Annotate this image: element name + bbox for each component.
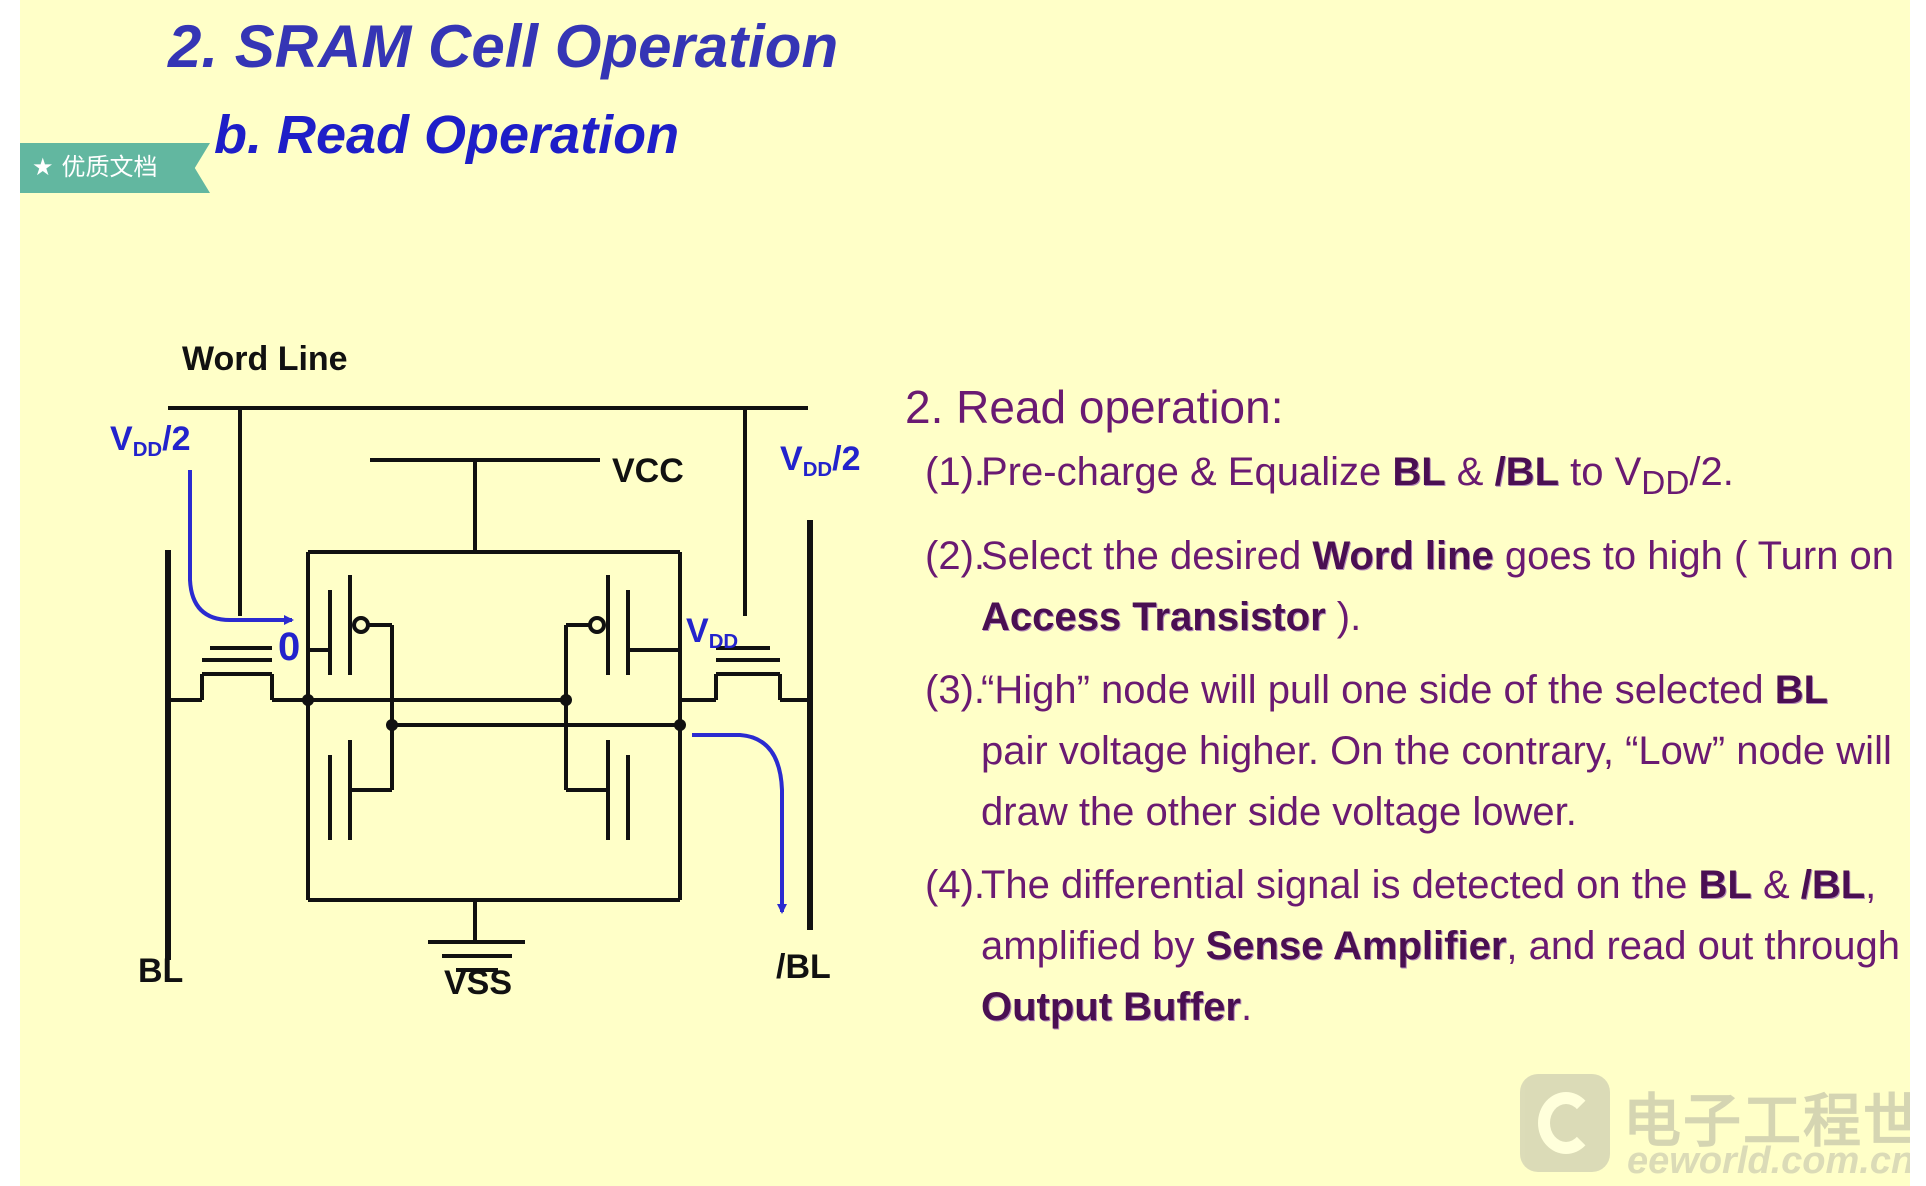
keyword: Access Transistor — [981, 595, 1326, 639]
slide: 2. SRAM Cell Operation b. Read Operation… — [20, 0, 1910, 1186]
read-step-number: (3). — [925, 668, 985, 712]
keyword: Word line — [1312, 534, 1494, 578]
badge-text: 优质文档 — [61, 154, 158, 181]
read-step-3: (3).“High” node will pull one side of th… — [925, 660, 1905, 843]
step-text: /2. — [1689, 450, 1734, 494]
bl-bar-label: /BL — [776, 948, 831, 986]
step-text: , amplified by — [981, 863, 1877, 968]
node-zero-label: 0 — [278, 625, 301, 669]
slide-title: 2. SRAM Cell Operation — [168, 13, 839, 80]
slide-subtitle: b. Read Operation — [214, 105, 680, 165]
word-line-label: Word Line — [182, 340, 348, 378]
star-icon: ★ — [32, 154, 54, 181]
step-text: . — [1240, 985, 1253, 1029]
sram-schematic — [165, 406, 813, 972]
read-current-arrow-right — [692, 733, 787, 914]
step-text: , and read out through — [1506, 924, 1901, 968]
keyword: Output Buffer — [981, 985, 1241, 1029]
vcc-label: VCC — [612, 452, 684, 490]
sram-cell-circuit: Word Line VDD/2 VDD/2 VCC 0 VDD BL VSS /… — [80, 320, 880, 1010]
read-step-1: (1).Pre-charge & Equalize BL & /BL to VD… — [925, 442, 1905, 514]
keyword: BL — [1774, 668, 1829, 712]
keyword: BL — [1392, 450, 1446, 494]
node-vdd-label: VDD — [686, 612, 739, 654]
vss-label: VSS — [444, 964, 513, 1002]
step-text: DD — [1641, 465, 1690, 502]
step-text: goes to high ( Turn on — [1493, 534, 1895, 578]
vdd-half-label-right: VDD/2 — [780, 440, 861, 482]
bl-label: BL — [138, 952, 184, 990]
eeworld-logo-icon — [1520, 1074, 1610, 1172]
step-text: & — [1751, 863, 1801, 907]
watermark-en-text: eeworld.com.cn — [1627, 1140, 1910, 1182]
keyword: /BL — [1800, 863, 1866, 907]
read-operation-steps: (1).Pre-charge & Equalize BL & /BL to VD… — [905, 442, 1905, 1038]
eeworld-watermark: 电子工程世界 eeworld.com.cn — [1495, 1062, 1910, 1186]
step-text: Pre-charge & Equalize — [981, 450, 1393, 494]
step-text: “High” node will pull one side of the se… — [981, 668, 1775, 712]
keyword: /BL — [1494, 450, 1559, 494]
step-text: pair voltage higher. On the contrary, “L… — [981, 729, 1892, 834]
read-step-number: (2). — [925, 534, 985, 578]
step-text: ). — [1325, 595, 1362, 639]
step-text: The differential signal is detected on t… — [981, 863, 1699, 907]
watermark-cn-text: 电子工程世界 — [1623, 1089, 1910, 1154]
keyword: BL — [1698, 863, 1752, 907]
quality-doc-badge[interactable]: ★ 优质文档 — [20, 143, 210, 193]
step-text: & — [1445, 450, 1495, 494]
read-step-2: (2).Select the desired Word line goes to… — [925, 526, 1905, 648]
read-step-number: (1). — [925, 450, 985, 494]
keyword: Sense Amplifier — [1205, 924, 1507, 968]
step-text: Select the desired — [981, 534, 1313, 578]
read-step-4: (4).The differential signal is detected … — [925, 855, 1905, 1038]
read-operation-description: 2. Read operation: (1).Pre-charge & Equa… — [905, 380, 1905, 1050]
read-operation-heading: 2. Read operation: — [905, 381, 1284, 433]
vdd-half-label-left: VDD/2 — [110, 420, 191, 462]
read-step-number: (4). — [925, 863, 985, 907]
step-text: to V — [1559, 450, 1642, 494]
precharge-arrow-left — [188, 470, 294, 625]
